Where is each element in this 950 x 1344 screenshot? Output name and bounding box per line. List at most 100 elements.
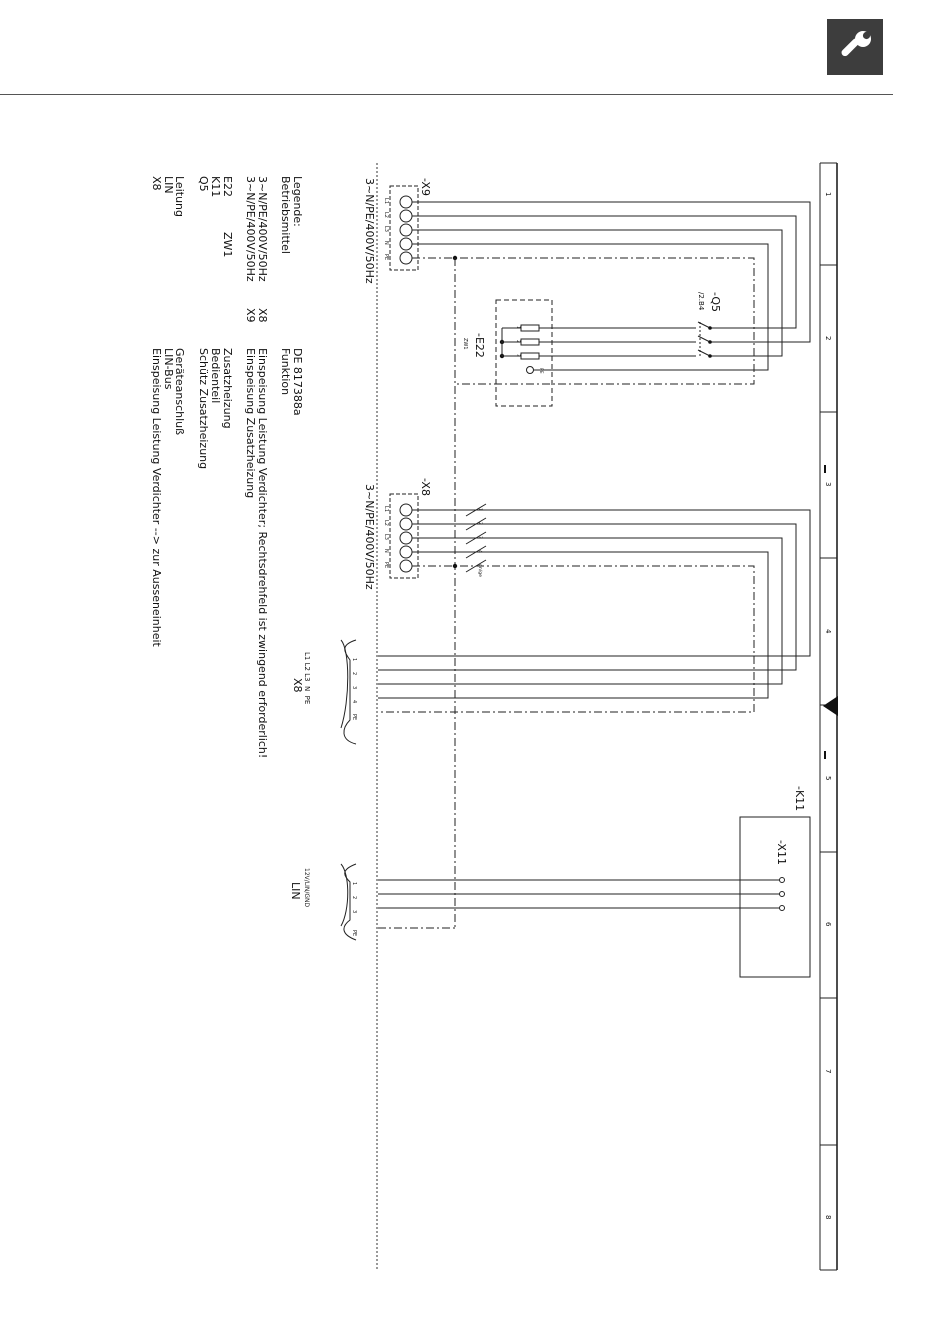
e22-sub: ZW1 — [462, 338, 468, 350]
x8-cable-cores: 1 2 3 4 gn/ge — [477, 508, 483, 577]
x8-cable-marks — [465, 503, 487, 573]
x8-tag: -X8 — [419, 478, 432, 496]
k11-tag: -K11 — [793, 786, 806, 811]
x8-terminal-pe — [399, 559, 413, 573]
legend: Legende: Betriebsmittel DE 817388a Funkt… — [150, 176, 304, 758]
x8-wiring — [378, 509, 811, 713]
legend-row-8-desc: Einspeisung Leistung Verdichter --> zur … — [150, 348, 163, 648]
ruler-num-4: 4 — [824, 629, 832, 634]
lin-plug-tag: LIN — [289, 882, 302, 900]
x8-term-label-l2: L2 — [383, 520, 389, 526]
legend-doc-number: DE 817388a — [291, 348, 304, 416]
ruler-num-2: 2 — [824, 336, 832, 340]
x8-term-label-l1: L1 — [383, 506, 389, 512]
legend-row-6-code: Leitung — [173, 176, 186, 217]
legend-row-4-code: K11 — [209, 176, 222, 197]
q5-dots — [708, 326, 712, 358]
legend-title: Legende: — [291, 176, 304, 227]
x9-terminal-l1 — [399, 195, 413, 209]
legend-row-1-desc: Einspeisung Leistung Verdichter; Rechtsd… — [256, 348, 269, 758]
fold-mark-lower — [824, 751, 826, 759]
x9-term-label-l2: L2 — [383, 212, 389, 218]
legend-col-equipment: Betriebsmittel — [279, 176, 292, 254]
q5-tag: -Q5 — [709, 292, 722, 312]
ruler-numbers: 1 2 3 4 5 6 7 8 — [824, 192, 832, 1219]
legend-row-3-desc: Zusatzheizung — [221, 348, 234, 429]
legend-row-4-desc: Bedienteil — [209, 348, 222, 403]
lin-plug-labels: 12V/LIN/GND — [303, 868, 310, 908]
legend-row-2-desc: Einspeisung Zusatzheizung — [244, 348, 257, 498]
x9-terminal-n — [399, 237, 413, 251]
legend-row-2-ref: X9 — [244, 308, 257, 323]
legend-row-3-code: E22 — [221, 176, 234, 197]
ruler-num-5: 5 — [824, 776, 832, 780]
e22-term-2: 2 — [515, 340, 521, 343]
ruler-num-1: 1 — [824, 192, 832, 196]
x8-plug-pin-4: 4 — [351, 700, 357, 703]
ruler — [819, 162, 838, 1271]
x9-terminal-pe — [399, 251, 413, 265]
ruler-num-7: 7 — [824, 1069, 832, 1073]
x8-terminal-l2 — [399, 517, 413, 531]
legend-row-7-desc: LIN-Bus — [162, 348, 175, 390]
lin-plug-pin-3: 3 — [351, 910, 357, 913]
x8-plug-tag: X8 — [291, 678, 304, 693]
legend-row-1-ref: X8 — [256, 308, 269, 323]
x8-term-label-n: N — [383, 549, 389, 553]
x9-term-label-l3: L3 — [383, 226, 389, 232]
center-mark — [823, 696, 838, 716]
legend-row-3-ref: ZW1 — [221, 232, 234, 257]
x8-term-label-pe: PE — [383, 562, 389, 568]
x9-tag: -X9 — [419, 178, 432, 196]
lin-plug-pin-pe: PE — [351, 930, 357, 936]
x8-plug-labels: L1 L2 L3 N PE — [303, 652, 311, 704]
x9-term-label-n: N — [383, 241, 389, 245]
q5-contactor — [528, 321, 711, 357]
legend-row-2-code: 3~N/PE/400V/50Hz — [244, 176, 257, 282]
x8-core-2: 2 — [477, 522, 483, 525]
e22-tag: -E22 — [473, 333, 486, 358]
x9-terminal-l2 — [399, 209, 413, 223]
x9-supply: 3~N/PE/400V/50Hz — [363, 178, 376, 284]
e22-heater: 1 2 3 PE -E22 ZW1 — [462, 299, 553, 407]
lin-wiring — [378, 879, 780, 909]
tool-badge — [827, 19, 883, 75]
ruler-num-8: 8 — [824, 1215, 832, 1219]
x8-plug-pin-1: 1 — [351, 658, 357, 661]
x9-terminal-block: L1 L2 L3 N PE -X9 3~N/PE/400V/50Hz — [363, 178, 432, 284]
x8-term-label-l3: L3 — [383, 534, 389, 540]
fold-mark-upper — [824, 465, 826, 473]
x9-term-label-pe: PE — [383, 254, 389, 260]
q5-ref: /2.B4 — [697, 292, 705, 311]
x8-plug-pin-pe: PE — [351, 714, 357, 720]
x8-plug: 1 2 3 4 PE L1 L2 L3 N PE X8 — [291, 639, 357, 745]
header-rule — [0, 94, 893, 95]
wrench-icon — [841, 31, 871, 60]
legend-row-6-desc: Geräteanschluß — [173, 348, 186, 435]
ruler-num-3: 3 — [824, 482, 832, 486]
x8-core-4: 4 — [477, 550, 483, 553]
x8-plug-pin-3: 3 — [351, 686, 357, 689]
legend-row-1-code: 3~N/PE/400V/50Hz — [256, 176, 269, 282]
legend-col-function: Funktion — [279, 348, 292, 395]
x9-terminal-l3 — [399, 223, 413, 237]
legend-row-5-desc: Schütz Zusatzheizung — [197, 348, 210, 469]
ruler-num-6: 6 — [824, 922, 832, 927]
x8-core-pe: gn/ge — [477, 564, 483, 577]
legend-row-5-code: Q5 — [197, 176, 210, 192]
x9-term-label-l1: L1 — [383, 198, 389, 204]
k11-control-panel: -K11 -X11 — [739, 786, 811, 978]
e22-term-1: 1 — [515, 326, 521, 329]
x8-terminal-block: L1 L2 L3 N PE -X8 3~N/PE/400V/50Hz — [363, 478, 432, 590]
lin-plug-pin-2: 2 — [351, 896, 357, 899]
lin-plug: 1 2 3 PE 12V/LIN/GND LIN — [289, 863, 357, 941]
x11-tag: -X11 — [775, 840, 788, 865]
x8-core-3: 3 — [477, 536, 483, 539]
x8-terminal-l3 — [399, 531, 413, 545]
x8-terminal-l1 — [399, 503, 413, 517]
x9-wiring — [412, 201, 811, 385]
x8-plug-pin-2: 2 — [351, 672, 357, 675]
pe-junction-x8 — [452, 563, 458, 569]
lin-plug-pin-1: 1 — [351, 882, 357, 885]
